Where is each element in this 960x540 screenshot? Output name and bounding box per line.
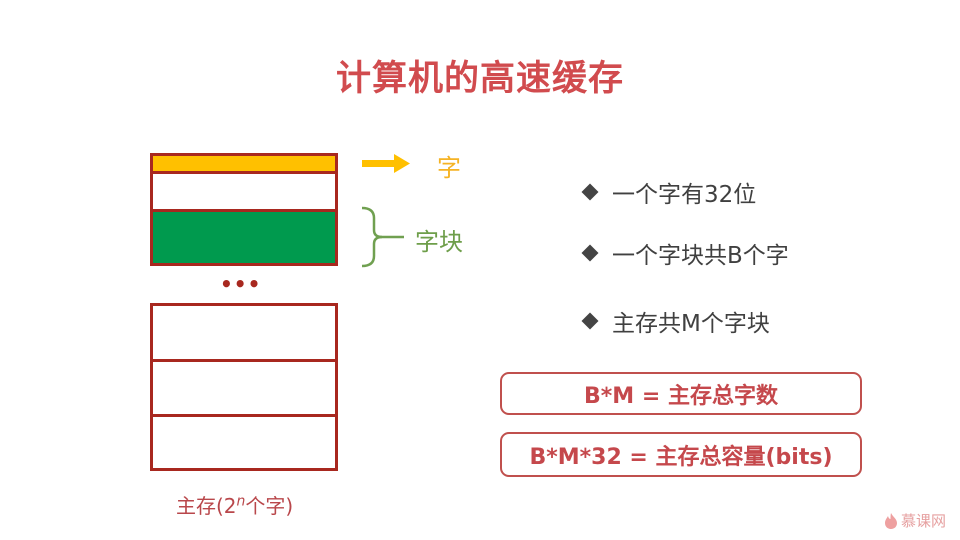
bullet-text: 主存共M个字块 [612, 311, 770, 337]
row-divider [153, 414, 335, 417]
slide-title: 计算机的高速缓存 [335, 59, 624, 99]
caption-suffix: 个字) [245, 494, 294, 518]
watermark-logo: 慕课网 [884, 510, 946, 531]
caption-prefix: 主存(2 [176, 494, 237, 518]
bullet-text: 一个字有32位 [612, 182, 757, 208]
formula-total-words: B*M = 主存总字数 [500, 372, 862, 415]
watermark-text: 慕课网 [900, 512, 946, 530]
block-label: 字块 [415, 228, 463, 256]
row-divider [153, 359, 335, 362]
memory-lower-box [150, 303, 338, 471]
ellipsis: ••• [220, 272, 262, 296]
caption-exponent: n [236, 493, 246, 510]
arrow-right-icon [362, 154, 410, 173]
diamond-bullet-icon [581, 244, 599, 262]
memory-row-blank [150, 171, 338, 212]
memory-row-block [150, 209, 338, 266]
formula-total-capacity: B*M*32 = 主存总容量(bits) [500, 432, 862, 477]
formula-text: B*M = 主存总字数 [584, 383, 778, 409]
flame-logo-icon [884, 512, 897, 529]
bullet-text: 一个字块共B个字 [612, 243, 789, 269]
bullet-item: 一个字块共B个字 [580, 236, 789, 270]
formula-text: B*M*32 = 主存总容量(bits) [529, 444, 833, 470]
diamond-bullet-icon [581, 312, 599, 330]
memory-caption: 主存(2n个字) [176, 490, 293, 519]
memory-row-word [150, 153, 338, 174]
word-label: 字 [437, 154, 461, 182]
curly-brace-icon [361, 206, 404, 268]
bullet-item: 主存共M个字块 [580, 304, 770, 338]
diamond-bullet-icon [581, 183, 599, 201]
bullet-item: 一个字有32位 [580, 175, 756, 209]
